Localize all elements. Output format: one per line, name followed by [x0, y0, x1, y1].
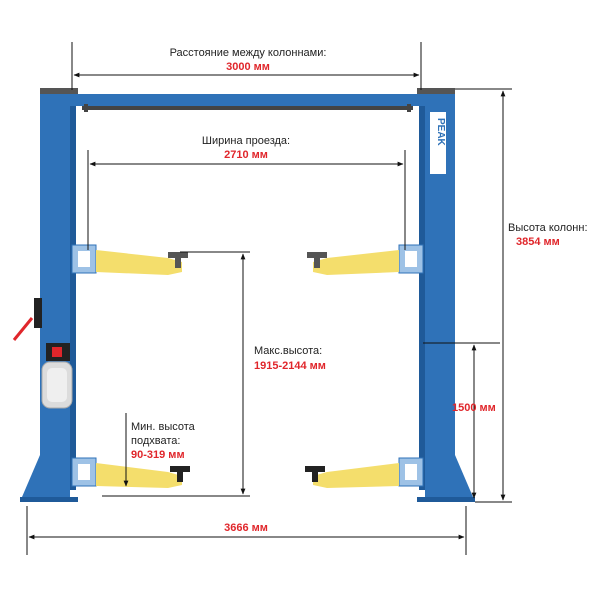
- left-column: [20, 88, 78, 502]
- dimension-side-height: 1500 мм: [423, 342, 500, 499]
- dimension-drive-width: Ширина проезда: 2710 мм: [87, 135, 406, 250]
- column-distance-label: Расстояние между колоннами:: [170, 47, 327, 59]
- release-lever: [12, 317, 34, 341]
- left-upper-arm: [71, 244, 188, 275]
- left-lower-arm: [71, 457, 190, 488]
- power-unit: [12, 298, 73, 409]
- column-height-value: 3854 мм: [516, 236, 560, 248]
- min-height-label-line1: Мин. высота: [131, 421, 196, 433]
- drive-width-value: 2710 мм: [224, 149, 268, 161]
- dimension-column-height: Высота колонн: 3854 мм: [455, 88, 588, 503]
- top-beam: [70, 94, 425, 112]
- side-height-value: 1500 мм: [452, 402, 496, 414]
- column-height-label: Высота колонн:: [508, 222, 588, 234]
- max-height-value: 1915-2144 мм: [254, 360, 326, 372]
- dimension-min-height: Мин. высота подхвата: 90-319 мм: [123, 413, 196, 487]
- right-upper-arm: [307, 244, 424, 275]
- column-distance-value: 3000 мм: [226, 61, 270, 73]
- dimension-column-distance: Расстояние между колоннами: 3000 мм: [71, 42, 422, 90]
- max-height-label: Макс.высота:: [254, 345, 322, 357]
- right-column: PEAK: [417, 88, 475, 502]
- dimension-overall-width: 3666 мм: [26, 506, 467, 555]
- right-lower-arm: [305, 457, 424, 488]
- drive-width-label: Ширина проезда:: [202, 135, 290, 147]
- brand-logo: PEAK: [435, 118, 446, 147]
- min-height-value: 90-319 мм: [131, 449, 185, 461]
- dimension-max-height: Макс.высота: 1915-2144 мм: [102, 251, 326, 497]
- overall-width-value: 3666 мм: [224, 522, 268, 534]
- min-height-label-line2: подхвата:: [131, 435, 180, 447]
